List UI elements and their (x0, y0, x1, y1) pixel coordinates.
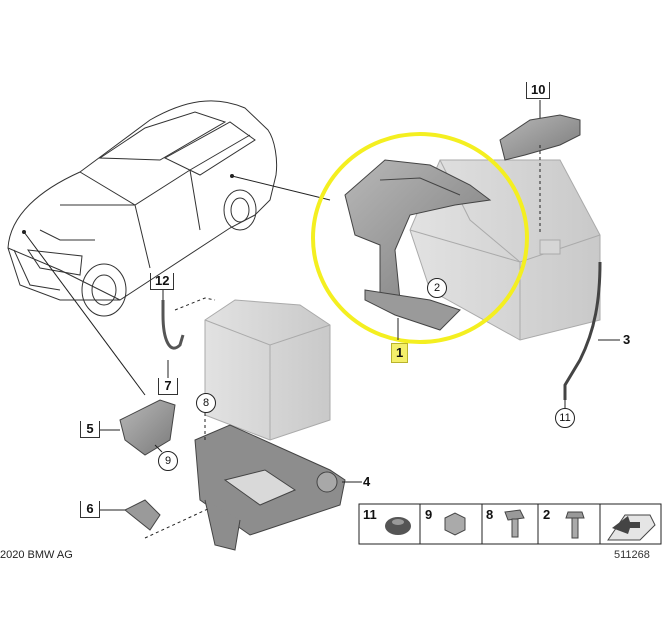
figure-number: 511268 (614, 549, 650, 561)
clip-part (124, 499, 161, 531)
leader-line-front (23, 231, 146, 396)
nut-icon (444, 512, 466, 536)
auxiliary-battery (204, 299, 331, 441)
callout-1[interactable]: 1 (391, 343, 409, 363)
legend-label-screw: 2 (543, 507, 551, 522)
callout-4[interactable]: 4 (363, 474, 371, 489)
callout-12[interactable]: 12 (150, 273, 175, 290)
vehicle-outline (7, 100, 278, 317)
bolt-icon (504, 509, 525, 521)
screw-icon (565, 511, 585, 519)
callout-7[interactable]: 7 (158, 378, 178, 395)
callout-11[interactable]: 11 (555, 408, 575, 428)
leader-line-rear (231, 175, 331, 201)
copyright-text: 2020 BMW AG (0, 549, 73, 561)
sensor-cable (161, 300, 185, 350)
callout-2[interactable]: 2 (427, 278, 447, 298)
ground-cable (563, 261, 602, 400)
legend-label-nut: 9 (425, 507, 433, 522)
holder-bracket (119, 399, 176, 456)
fastener-legend (358, 503, 662, 545)
legend-label-grommet: 11 (363, 507, 377, 522)
callout-5[interactable]: 5 (80, 421, 100, 438)
grommet-icon (385, 517, 411, 535)
callout-10[interactable]: 10 (526, 82, 551, 99)
legend-label-bolt: 8 (486, 507, 494, 522)
callout-8[interactable]: 8 (196, 393, 216, 413)
callout-6[interactable]: 6 (80, 501, 100, 518)
battery-tray (194, 424, 346, 551)
callout-9[interactable]: 9 (158, 451, 178, 471)
highlight-ring (311, 132, 529, 344)
battery-bracket (344, 159, 492, 331)
battery-cover (499, 114, 581, 161)
callout-3[interactable]: 3 (623, 332, 631, 347)
